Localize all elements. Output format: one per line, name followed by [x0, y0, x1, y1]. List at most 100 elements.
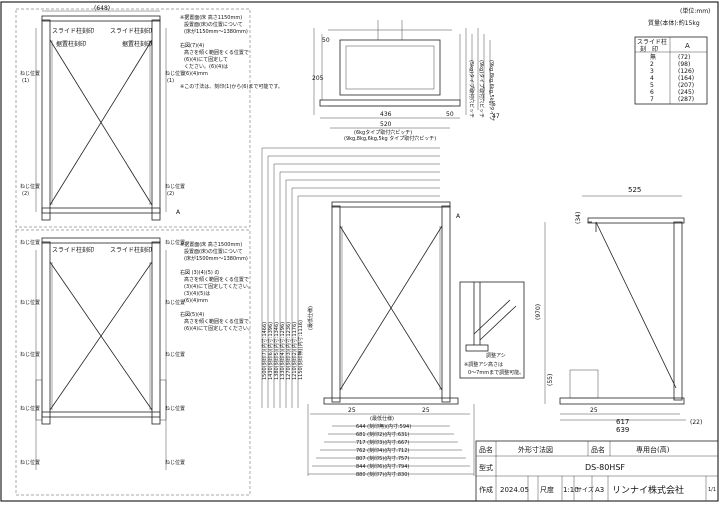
- model-value: DS-80HSF: [585, 463, 625, 472]
- note-line: ください。(6)(4)は: [184, 63, 228, 70]
- screw-label: ねじ位置: [20, 183, 40, 190]
- dim-34: (34): [575, 212, 582, 224]
- table-mark: 2: [650, 61, 654, 68]
- name-label: 品名: [479, 445, 493, 454]
- table-mark: 無: [650, 53, 656, 61]
- model-label: 型式: [479, 463, 493, 472]
- note-line: (3)(4)(5)は: [184, 291, 210, 297]
- note-line: 右図(5)(4): [180, 311, 204, 318]
- dim-47: 47: [492, 113, 500, 120]
- slide-label: スライド柱刻印: [52, 246, 94, 254]
- width-dim: 681 (刻印2)(内寸:631): [356, 431, 409, 438]
- dim-436: 436: [380, 111, 392, 118]
- slide-label: スライド柱刻印: [110, 27, 152, 35]
- range-label: (最低仕様): [370, 415, 394, 422]
- screw-label: ねじ位置: [20, 70, 40, 77]
- note-line: ※この寸法は、刻印(1)から(6)まで可能です。: [180, 83, 283, 90]
- screw-label: ねじ位置: [165, 299, 185, 306]
- scale-label: 尺度: [540, 485, 554, 494]
- screw-label: ねじ位置: [165, 239, 185, 246]
- dim-25: 25: [348, 407, 356, 414]
- screw-label: ねじ位置: [20, 351, 40, 358]
- dim-50b: 50: [446, 111, 454, 118]
- screw-label: ねじ位置: [165, 351, 185, 358]
- product-label: 品名: [591, 445, 605, 454]
- table-value: (72): [678, 54, 690, 61]
- dim-22: (22): [690, 419, 702, 426]
- unit-note: (単位:mm): [680, 7, 710, 15]
- left-top-notes: ※据置面(床 高さ1150mm) 設置面(床)の位置について (床が1150mm…: [180, 14, 283, 90]
- note-line: ※据置面(床 高さ1500mm): [180, 241, 242, 248]
- detail-label: ※調整アシ高さは: [464, 361, 503, 368]
- table-head-1b: 刻 印: [640, 45, 658, 53]
- note-line: 高さを傾く範囲をくる位置で: [184, 318, 249, 325]
- table-value: (287): [678, 96, 694, 103]
- height-dim: 1380(刻印5)(内寸:1346): [273, 322, 280, 380]
- top-view: 50 205 436 520 50 47 5 (5kg)タイプ取付穴ピッチ (9…: [312, 20, 500, 142]
- dim-525: 525: [628, 186, 641, 194]
- note-line: 設置面(床)の位置について: [184, 21, 243, 28]
- table-head-1a: スライド柱: [637, 38, 667, 46]
- note-line: (6)(4)にて固定して: [184, 56, 228, 63]
- dim-5: 5: [492, 101, 496, 108]
- right-dim-note: (9kg)タイプ取付穴ピッチ: [478, 60, 485, 118]
- left-bottom-panel: [15, 229, 251, 496]
- table-mark: 6: [650, 89, 654, 96]
- left-bottom-notes: ※据置面(床 高さ1500mm) 設置面(床)の位置について (床が1500mm…: [180, 241, 253, 332]
- bracket-label: 据置柱刻印: [122, 40, 152, 48]
- weight-note: 質量(本体):約15kg: [648, 19, 700, 27]
- height-dim: 1500(刻印7)(内寸:1466): [261, 322, 268, 380]
- side-view: 525 (34) (970) (55) 25 617 639 (22): [535, 186, 702, 434]
- right-dim-note: (5kg)タイプ取付穴ピッチ: [468, 60, 475, 118]
- dim-639: 639: [616, 426, 629, 434]
- note-line: (6)(4)mm: [184, 298, 208, 304]
- note-line: (6)(4)にて固定してください。: [184, 325, 253, 332]
- table-mark: 4: [650, 75, 654, 82]
- height-dim: 1210(刻印2)(内寸:1176): [291, 322, 298, 380]
- screw-label: ねじ位置: [20, 239, 40, 246]
- note-line: 高さを傾く範囲をくる位置で: [184, 276, 249, 283]
- bottom-note-2: (9kg,8kg,6kg,5kg タイプ取付穴ピッチ): [344, 135, 436, 142]
- side-label: (最低仕様): [307, 306, 314, 330]
- table-value: (126): [678, 68, 694, 75]
- width-dim: 717 (刻印3)(内寸:667): [356, 439, 409, 446]
- note-line: (6)(4)mm: [184, 71, 208, 77]
- adjuster-detail: 調整アシ ※調整アシ高さは 0〜7mmまで調整可能。: [459, 281, 525, 379]
- table-value: (164): [678, 75, 694, 82]
- dim-25: 25: [590, 407, 598, 414]
- table-mark: 7: [650, 96, 654, 103]
- product-value: 専用台(高): [636, 445, 670, 454]
- note-line: 右図 (3)(4)(5) の: [180, 269, 219, 276]
- dim-55: (55): [547, 374, 554, 386]
- dim-617: 617: [616, 418, 629, 426]
- screw-label: ねじ位置: [165, 405, 185, 412]
- slide-label: スライド柱刻印: [110, 246, 152, 254]
- size-label: サイズ: [576, 486, 594, 494]
- width-dim: 844 (刻印6)(内寸:794): [356, 463, 409, 470]
- dim-50: 50: [322, 37, 330, 44]
- height-dim: 1330(刻印4)(内寸:1296): [279, 322, 286, 380]
- scale-value: 1:10: [563, 486, 579, 494]
- note-line: (床が1150mm～1380mm): [184, 28, 248, 35]
- screw-label: ねじ位置: [20, 405, 40, 412]
- note-line: ※据置面(床 高さ1150mm): [180, 14, 242, 21]
- dim-205: 205: [312, 75, 324, 82]
- screw-label: ねじ位置: [165, 183, 185, 190]
- bottom-note: (6kgタイプ取付穴ピッチ): [354, 129, 412, 136]
- table-value: (98): [678, 61, 690, 68]
- width-dim: 880 (刻印7)(内寸:830): [356, 471, 409, 478]
- note-line: (3)(4)にて固定してください。: [184, 283, 253, 290]
- name-value: 外形寸法図: [518, 445, 553, 454]
- made-value: 2024.05: [500, 486, 529, 494]
- screw-label: ねじ位置: [20, 299, 40, 306]
- table-mark: 5: [650, 82, 654, 89]
- screw-no: (1): [167, 78, 174, 84]
- front-view: 1500(刻印7)(内寸:1466) 1430(刻印6)(内寸:1396) 13…: [261, 147, 475, 478]
- size-value: A3: [595, 486, 604, 494]
- note-line: (床が1500mm～1380mm): [184, 255, 248, 262]
- note-line: 右図(7)(4): [180, 42, 204, 49]
- detail-label: 0〜7mmまで調整可能。: [468, 369, 524, 376]
